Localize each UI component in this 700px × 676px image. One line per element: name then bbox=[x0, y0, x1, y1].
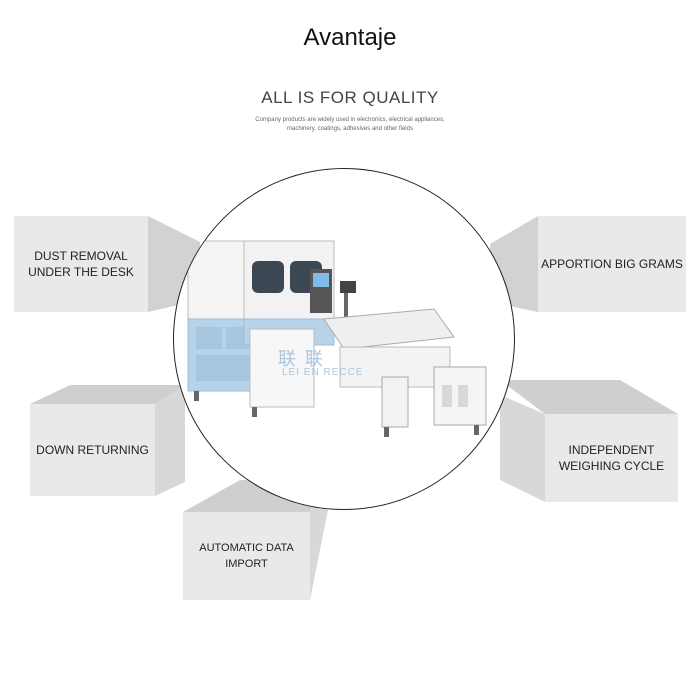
machine-illustration bbox=[187, 240, 487, 437]
page-description: Company products are widely used in elec… bbox=[200, 116, 500, 134]
description-line: Company products are widely used in elec… bbox=[255, 117, 445, 123]
feature-label: INDEPENDENT bbox=[568, 443, 655, 457]
box-top-shape bbox=[30, 385, 185, 404]
machine-leg-shape bbox=[474, 425, 479, 435]
watermark-en: LEI EN RECCE bbox=[282, 367, 364, 378]
machine-arm-shape bbox=[344, 289, 348, 329]
machine-leg-shape bbox=[384, 427, 389, 437]
feature-apportion: APPORTION BIG GRAMS bbox=[538, 216, 686, 312]
machine-screen-shape bbox=[313, 273, 329, 287]
machine-leg-shape bbox=[252, 407, 257, 417]
feature-dust-removal: DUST REMOVAL UNDER THE DESK bbox=[14, 216, 148, 312]
machine-lower-box-shape bbox=[249, 328, 315, 408]
box-side-shape bbox=[500, 395, 545, 502]
machine-monitor-shape bbox=[340, 281, 356, 293]
feature-down-returning: DOWN RETURNING bbox=[30, 404, 155, 496]
feature-label: WEIGHING CYCLE bbox=[558, 459, 665, 473]
machine-panel-shape bbox=[196, 355, 254, 381]
machine-stand-shape bbox=[381, 376, 409, 428]
machine-image-circle: 联 联 LEI EN RECCE bbox=[173, 168, 515, 510]
feature-automatic-data-import: AUTOMATIC DATA IMPORT bbox=[183, 512, 310, 600]
machine-panel-shape bbox=[196, 327, 222, 349]
page-title: Avantaje bbox=[303, 24, 397, 51]
box-side-shape bbox=[310, 480, 330, 600]
feature-label: APPORTION BIG GRAMS bbox=[541, 257, 683, 271]
feature-label: UNDER THE DESK bbox=[28, 265, 134, 279]
machine-leg-shape bbox=[194, 391, 199, 401]
feature-label: DUST REMOVAL bbox=[34, 249, 128, 263]
machine-window-shape bbox=[252, 261, 284, 293]
description-line: machinery, coatings, adhesives and other… bbox=[287, 126, 413, 132]
feature-label: DOWN RETURNING bbox=[36, 443, 149, 457]
machine-conveyor-top-shape bbox=[323, 308, 455, 350]
feature-label: AUTOMATIC DATA IMPORT bbox=[199, 542, 294, 570]
machine-vent-shape bbox=[442, 385, 452, 407]
box-top-shape bbox=[500, 380, 678, 414]
box-side-shape bbox=[155, 385, 185, 496]
watermark-cn: 联 联 bbox=[278, 349, 326, 369]
feature-independent-weighing: INDEPENDENT WEIGHING CYCLE bbox=[545, 414, 678, 502]
page-subtitle: ALL IS FOR QUALITY bbox=[261, 88, 439, 107]
machine-vent-shape bbox=[458, 385, 468, 407]
